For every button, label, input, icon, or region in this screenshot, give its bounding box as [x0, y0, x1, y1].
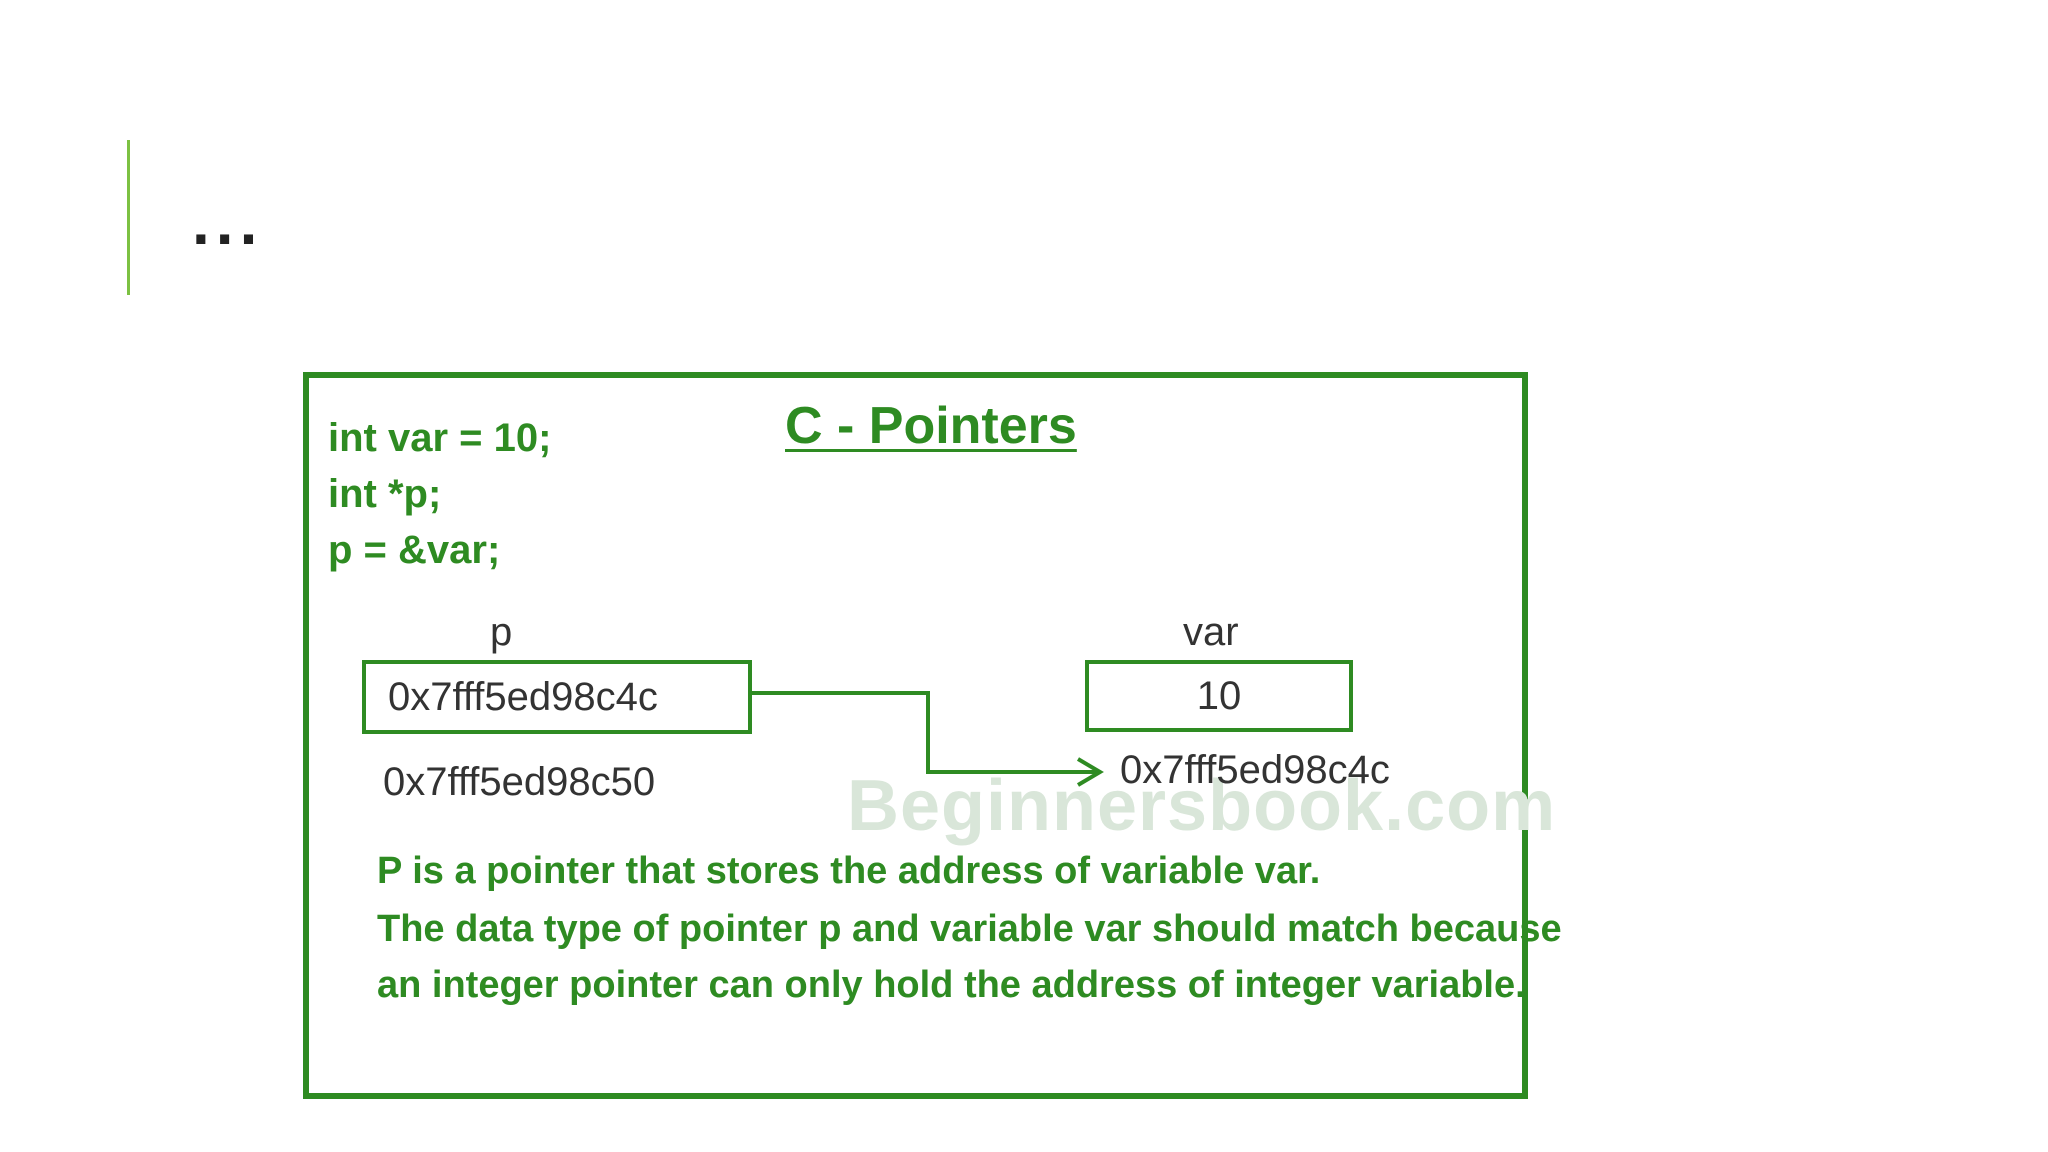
code-line-assignment: p = &var; [328, 528, 501, 572]
variable-address: 0x7fff5ed98c4c [1120, 748, 1390, 792]
pointer-value-box: 0x7fff5ed98c4c [362, 660, 752, 734]
variable-value-box: 10 [1085, 660, 1353, 732]
code-line-pointer: int *p; [328, 472, 442, 516]
description-line-3: an integer pointer can only hold the add… [377, 964, 1526, 1006]
accent-bar [127, 140, 130, 295]
pointer-name-label: p [490, 610, 513, 654]
diagram-frame [303, 372, 1528, 1099]
pointer-address: 0x7fff5ed98c50 [383, 760, 656, 804]
slide-title: ... [192, 186, 264, 258]
description-line-1: P is a pointer that stores the address o… [377, 850, 1321, 892]
pointer-value: 0x7fff5ed98c4c [388, 675, 658, 719]
description-line-2: The data type of pointer p and variable … [377, 908, 1562, 950]
code-line-declaration: int var = 10; [328, 416, 552, 460]
watermark: Beginnersbook.com [847, 766, 1557, 846]
diagram-title: C - Pointers [785, 397, 1077, 455]
variable-value: 10 [1196, 674, 1242, 718]
variable-name-label: var [1183, 610, 1239, 654]
